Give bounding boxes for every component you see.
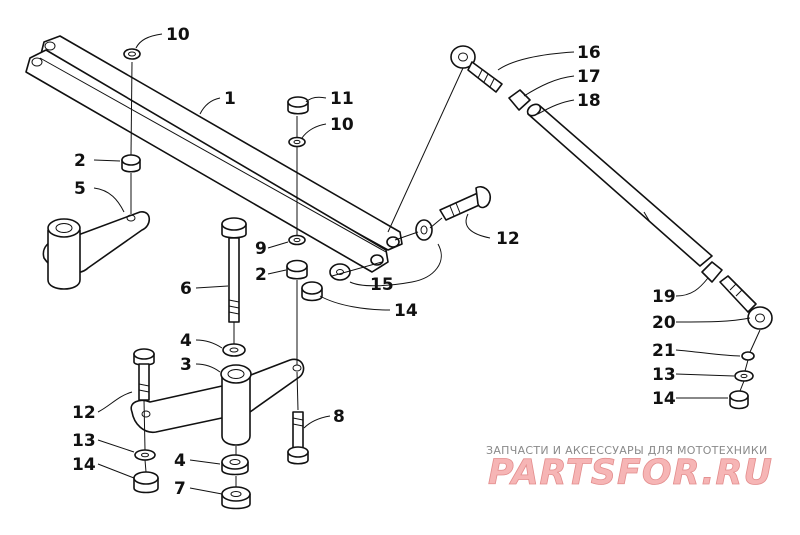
- callout-2: 2: [74, 151, 86, 171]
- bolt-part-12-right: [439, 185, 492, 221]
- spacer-part-2-lower: [286, 259, 308, 280]
- callout-21: 21: [652, 341, 676, 361]
- washer-part-10-lower: [288, 136, 306, 148]
- callout-4: 4: [180, 331, 192, 351]
- callout-11: 11: [330, 89, 354, 109]
- callout-7: 7: [174, 479, 186, 499]
- washer-part-4-lower: [221, 454, 249, 476]
- nut-part-14-middle: [301, 281, 323, 302]
- callout-9: 9: [255, 239, 267, 259]
- callout-8: 8: [333, 407, 345, 427]
- washer-part-13-left: [134, 449, 156, 461]
- washer-part-9: [288, 234, 306, 246]
- callout-19: 19: [652, 287, 676, 307]
- washer-part-4-upper: [222, 343, 246, 357]
- callout-10: 10: [330, 115, 354, 135]
- nut-part-14-right: [729, 390, 749, 410]
- callout-13: 13: [652, 365, 676, 385]
- callout-16: 16: [577, 43, 601, 63]
- callout-14: 14: [72, 455, 96, 475]
- washer-part-21: [741, 351, 755, 361]
- callout-12: 12: [496, 229, 520, 249]
- nut-part-11: [287, 96, 309, 115]
- tie-rod-tube-part-18: [526, 103, 713, 267]
- callout-13: 13: [72, 431, 96, 451]
- washer-part-15-b: [329, 263, 351, 281]
- pivot-arm-part-5: [42, 211, 151, 290]
- callout-1: 1: [224, 89, 236, 109]
- bolt-part-12-lower: [133, 348, 155, 401]
- callout-labels: 10 1 11 10 2 5 9 2 6 4 3 12 13 14 4 7 8 …: [72, 25, 676, 499]
- callout-2: 2: [255, 265, 267, 285]
- rod-end-part-16: [450, 45, 503, 93]
- watermark: ЗАПЧАСТИ И АКСЕССУАРЫ ДЛЯ МОТОТЕХНИКИ PA…: [486, 444, 773, 493]
- callout-3: 3: [180, 355, 192, 375]
- callout-17: 17: [577, 67, 601, 87]
- nut-part-14-left: [133, 471, 159, 494]
- callout-14: 14: [652, 389, 676, 409]
- pivot-arm-part-3: [130, 358, 305, 446]
- callout-4: 4: [174, 451, 186, 471]
- watermark-tagline: ЗАПЧАСТИ И АКСЕССУАРЫ ДЛЯ МОТОТЕХНИКИ: [486, 444, 768, 457]
- jam-nut-part-19: [701, 261, 723, 283]
- bolt-part-6: [221, 217, 247, 323]
- washer-part-10-upper: [123, 48, 141, 60]
- spacer-part-2-upper: [121, 154, 141, 173]
- leader-lines: [93, 33, 751, 495]
- callout-20: 20: [652, 313, 676, 333]
- callout-15: 15: [370, 275, 394, 295]
- watermark-logo: PARTSFOR.RU: [488, 453, 773, 493]
- assembly-axis-lines: [130, 61, 761, 487]
- washer-part-13-right: [734, 370, 754, 382]
- washer-part-15-a: [415, 219, 433, 241]
- callout-6: 6: [180, 279, 192, 299]
- callout-14: 14: [394, 301, 418, 321]
- bolt-part-8: [287, 411, 309, 465]
- callout-18: 18: [577, 91, 601, 111]
- nut-part-7: [221, 486, 251, 510]
- callout-5: 5: [74, 179, 86, 199]
- callout-12: 12: [72, 403, 96, 423]
- callout-10: 10: [166, 25, 190, 45]
- jam-nut-part-17: [508, 89, 531, 111]
